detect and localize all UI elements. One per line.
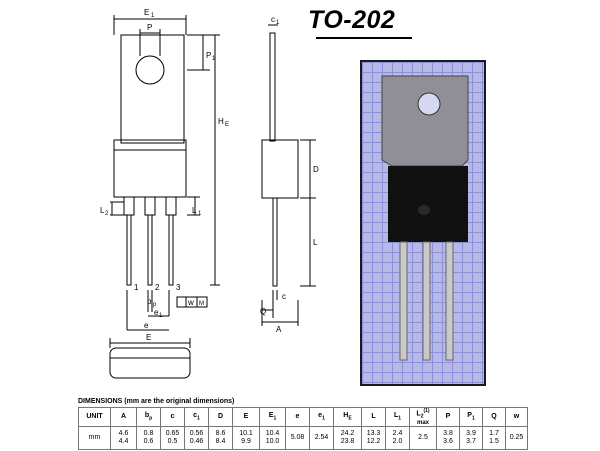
label-D: D — [313, 165, 319, 174]
package-outline-drawing: E 1 P P 1 H E L 2 L 1 1 2 3 b p e 1 e w … — [100, 8, 319, 379]
front-view-body — [113, 139, 187, 198]
column-header: e — [285, 407, 310, 427]
bottom-view-outline — [109, 347, 191, 379]
unit-cell: mm — [78, 425, 111, 450]
column-header: c — [160, 407, 185, 427]
svg-text:p: p — [153, 302, 157, 308]
column-header: w — [505, 407, 528, 427]
column-header: c1 — [184, 407, 209, 427]
label-E1: E — [144, 8, 149, 17]
component-photo — [360, 60, 486, 386]
column-header: Q — [482, 407, 506, 427]
lead-shoulder-1 — [123, 196, 135, 216]
column-header: D — [208, 407, 233, 427]
svg-text:1: 1 — [159, 313, 163, 319]
label-P: P — [147, 23, 152, 32]
svg-text:E: E — [225, 122, 229, 128]
dimensions-caption: DIMENSIONS (mm are the original dimensio… — [78, 398, 235, 405]
label-L: L — [313, 238, 318, 247]
column-header: A — [110, 407, 137, 427]
label-P1: P — [206, 51, 211, 60]
column-header: L — [361, 407, 386, 427]
column-header: L2(1)max — [409, 407, 437, 427]
photo-mounting-hole — [417, 92, 441, 116]
column-header: UNIT — [78, 407, 111, 427]
label-E: E — [146, 333, 151, 342]
column-header: E1 — [259, 407, 286, 427]
lead-2 — [147, 214, 153, 286]
label-bp: b — [147, 297, 152, 306]
package-title: TO-202 — [308, 6, 396, 34]
svg-text:1: 1 — [198, 211, 202, 217]
label-e: e — [144, 321, 149, 330]
tolerance-w: w — [187, 298, 194, 307]
lead-shoulder-3 — [165, 196, 177, 216]
value-cell: 0.25 — [505, 425, 528, 450]
photo-lead-3 — [445, 241, 454, 361]
pin-label-3: 3 — [176, 283, 181, 292]
label-c: c — [282, 292, 286, 301]
tolerance-m: M — [199, 301, 204, 307]
label-A: A — [276, 325, 282, 334]
side-view-lead — [272, 197, 278, 287]
side-view-body — [261, 139, 299, 199]
tolerance-frame — [176, 296, 208, 308]
svg-text:1: 1 — [276, 20, 280, 26]
column-header: L1 — [385, 407, 410, 427]
value-cell: 2.5 — [409, 425, 437, 450]
label-Q: Q — [260, 307, 266, 316]
title-underline — [316, 37, 412, 39]
value-cell: 5.08 — [285, 425, 310, 450]
photo-lead-1 — [399, 241, 408, 361]
photo-metal-tab — [381, 75, 469, 167]
label-L2: L — [100, 206, 105, 215]
column-header: P — [436, 407, 460, 427]
front-view-tab — [120, 34, 185, 144]
value-cell: 2.54 — [309, 425, 334, 450]
column-header: e1 — [309, 407, 334, 427]
mounting-hole — [135, 55, 165, 85]
svg-text:2: 2 — [105, 211, 109, 217]
label-e1: e — [154, 308, 159, 317]
pin-label-1: 1 — [134, 283, 139, 292]
column-header: P1 — [459, 407, 483, 427]
svg-text:1: 1 — [151, 13, 155, 19]
column-header: E — [232, 407, 260, 427]
side-view-tab — [269, 32, 276, 142]
photo-lead-2 — [422, 241, 431, 361]
lead-3 — [168, 214, 174, 286]
svg-text:1: 1 — [212, 56, 216, 62]
photo-black-body — [388, 166, 468, 242]
label-HE: H — [218, 117, 224, 126]
lead-1 — [126, 214, 132, 286]
column-header: HE — [333, 407, 362, 427]
label-c1: c — [271, 15, 275, 24]
column-header: bp — [136, 407, 161, 427]
lead-shoulder-2 — [144, 196, 156, 216]
pin-label-2: 2 — [155, 283, 160, 292]
label-L1: L — [192, 206, 197, 215]
